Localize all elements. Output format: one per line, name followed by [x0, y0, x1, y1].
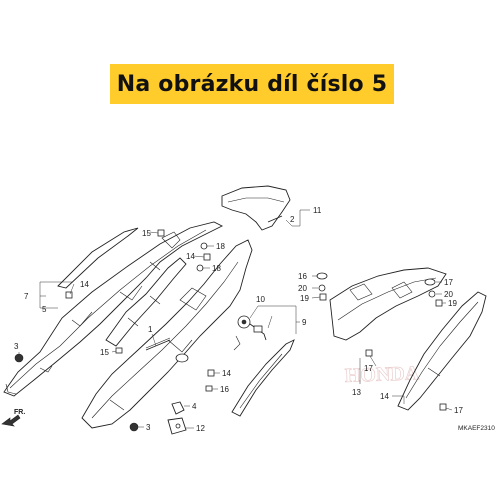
callout-9: 10 [256, 295, 265, 304]
bolt-19 [319, 293, 327, 301]
right-rear-cowl [329, 267, 447, 341]
watermark-text: HONDA [344, 362, 420, 387]
screw-15 [205, 385, 213, 392]
bolt-14 [207, 369, 215, 377]
callout-16: 17 [444, 278, 453, 287]
inner-bracket [105, 257, 187, 347]
bolt-14 [157, 229, 165, 237]
callout-20: 20 [298, 284, 307, 293]
nut-17 [439, 403, 447, 411]
grommet-ring [175, 353, 189, 363]
callout-2: 2 [290, 215, 295, 224]
front-label: FR. [14, 409, 25, 416]
right-side-cover [397, 291, 487, 411]
center-trim-strip [231, 339, 295, 417]
callout-8: 9 [302, 318, 307, 327]
bracket-4 [171, 401, 185, 415]
callout-1: 1 [148, 325, 153, 334]
washer-20 [428, 290, 436, 298]
callout-14: 15 [142, 229, 151, 238]
center-side-cover [81, 239, 253, 429]
callout-10: 11 [313, 206, 322, 215]
callout-3: 3 [146, 423, 151, 432]
callout-12: 13 [352, 388, 361, 397]
callout-20: 20 [444, 290, 453, 299]
callout-labels: 15 14 7 5 18 14 18 11 2 10 9 1 3 15 14 1… [14, 206, 463, 433]
left-side-cover [3, 221, 224, 397]
callout-5: 5 [42, 305, 47, 314]
callout-17: 17 [454, 406, 463, 415]
callout-14: 14 [80, 280, 89, 289]
front-direction-indicator: FR. [1, 409, 25, 427]
bolt-19 [435, 299, 443, 307]
grommet-3 [129, 422, 139, 432]
cap-16 [316, 272, 328, 280]
callout-14: 14 [186, 252, 195, 261]
left-decal-strip [57, 227, 139, 289]
washer-20 [318, 284, 326, 292]
part-number-banner: Na obrázku díl číslo 5 [110, 64, 394, 104]
nut-17 [365, 349, 373, 357]
callout-18: 18 [216, 242, 225, 251]
bolt-14 [65, 291, 73, 299]
leader-lines [18, 209, 453, 429]
callout-17: 17 [364, 364, 373, 373]
banner-text: Na obrázku díl číslo 5 [116, 71, 388, 97]
callout-3: 3 [14, 342, 19, 351]
callout-14: 14 [222, 369, 231, 378]
callout-18: 18 [212, 264, 221, 273]
screw-15 [115, 347, 123, 354]
callout-15: 15 [100, 348, 109, 357]
key-cylinder-11 [167, 417, 187, 435]
grommet-3 [14, 353, 24, 363]
callout-4: 4 [192, 402, 197, 411]
diagram-code: MKAEF2310 [458, 425, 495, 432]
callout-15: 16 [220, 385, 229, 394]
seat-lock-9 [233, 315, 267, 351]
callout-13: 14 [380, 392, 389, 401]
callout-11: 12 [196, 424, 205, 433]
callout-19: 19 [300, 294, 309, 303]
pin-1 [145, 337, 171, 351]
callout-16: 16 [298, 272, 307, 281]
callout-7: 7 [24, 292, 29, 301]
cap-16 [424, 278, 436, 286]
rear-grab-cover [221, 185, 291, 231]
pin-2 [267, 215, 283, 223]
callout-19: 19 [448, 299, 457, 308]
bolt-14 [203, 253, 211, 261]
